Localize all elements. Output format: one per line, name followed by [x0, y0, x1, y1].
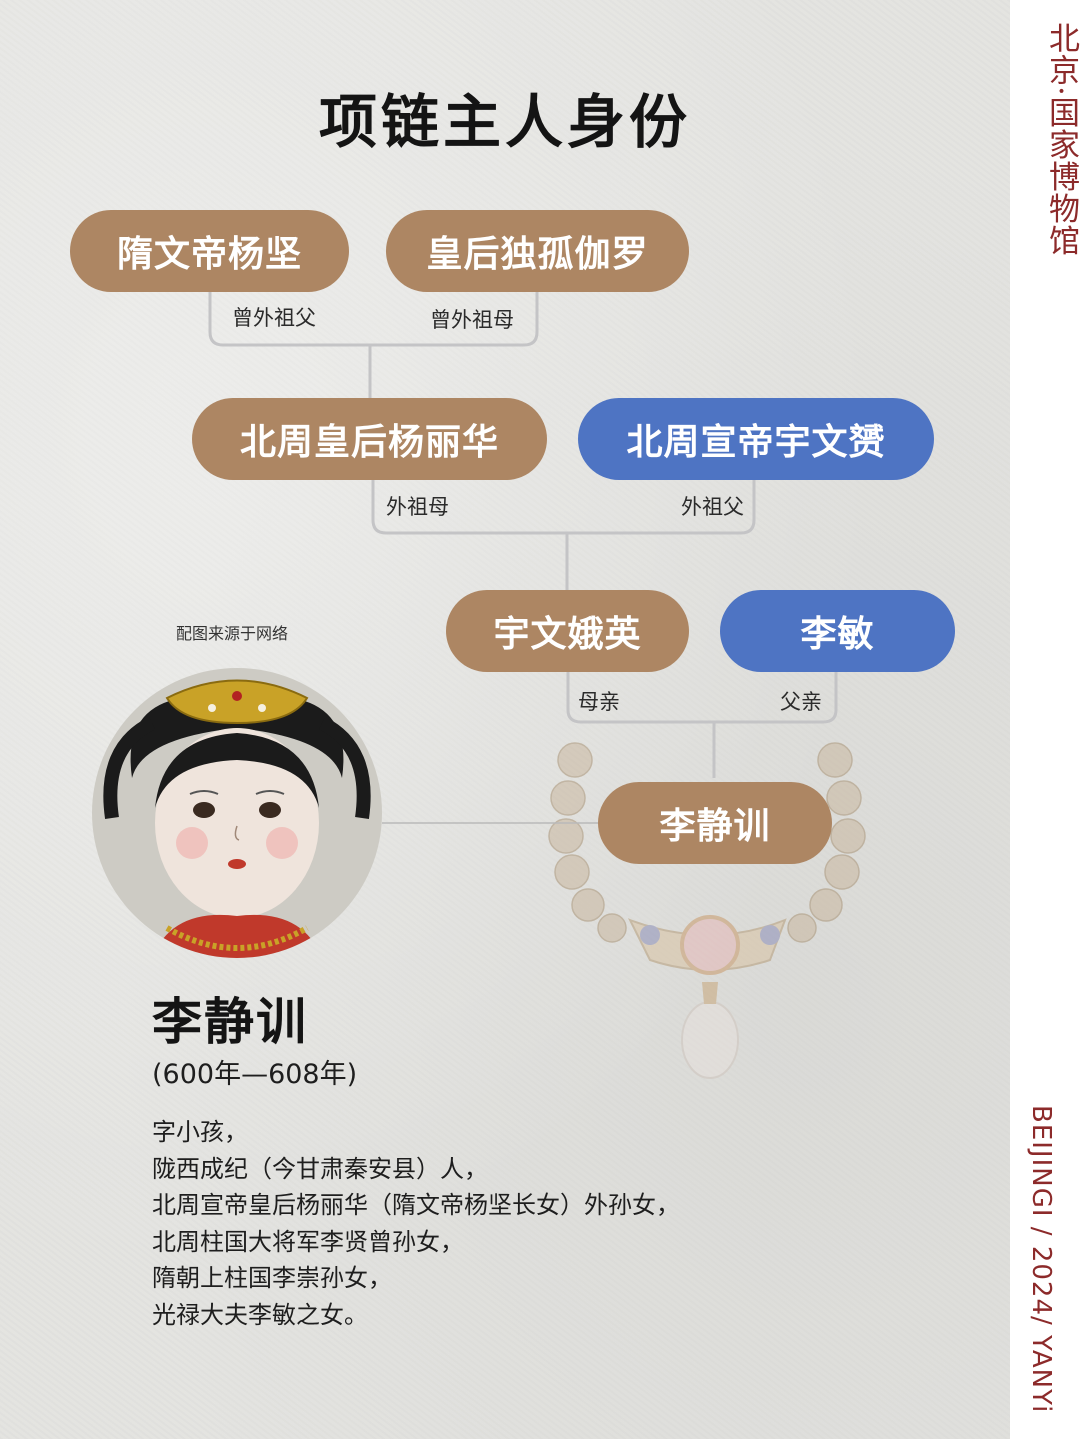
page-title: 项链主人身份: [318, 88, 691, 156]
connector-parents: [566, 670, 838, 724]
person-yang-lihua: 北周皇后杨丽华: [192, 398, 547, 480]
relation-mother: 母亲: [578, 690, 620, 714]
sidebar-vertical-title: 北京·国家博物馆: [1043, 22, 1079, 257]
portrait-illustration: [92, 668, 382, 958]
image-credit: 配图来源于网络: [176, 624, 289, 643]
person-yang-jian: 隋文帝杨坚: [70, 210, 349, 292]
relation-great-grandfather: 曾外祖父: [232, 306, 316, 330]
bio-line: 北周宣帝皇后杨丽华（隋文帝杨坚长女）外孙女，: [152, 1191, 680, 1219]
relation-grandfather: 外祖父: [681, 495, 744, 519]
person-yuwen-yun: 北周宣帝宇文赟: [578, 398, 934, 480]
person-yuwen-eying: 宇文娥英: [446, 590, 689, 672]
relation-father: 父亲: [780, 690, 822, 714]
necklace-photo: [548, 742, 866, 1079]
subject-dates: (600年—608年): [152, 1059, 358, 1090]
subject-name: 李静训: [152, 992, 308, 1051]
family-tree-connectors: [208, 292, 838, 824]
sidebar-footer-text: BEIJINGI / 2024/ YANYi: [1026, 1105, 1056, 1414]
bio-line: 字小孩，: [152, 1118, 248, 1146]
bio-line: 光禄大夫李敏之女。: [152, 1300, 368, 1329]
sidebar: [1010, 0, 1080, 1439]
bio-line: 北周柱国大将军李贤曾孙女，: [152, 1227, 464, 1256]
person-dugu-jialuo: 皇后独孤伽罗: [386, 210, 689, 292]
connector-grandparents: [371, 478, 756, 535]
relation-great-grandmother: 曾外祖母: [430, 308, 514, 332]
connector-great-grandparents: [208, 292, 539, 347]
subject-bio: 字小孩， 陇西成纪（今甘肃秦安县）人， 北周宣帝皇后杨丽华（隋文帝杨坚长女）外孙…: [152, 1114, 872, 1333]
bio-line: 陇西成纪（今甘肃秦安县）人，: [152, 1154, 488, 1183]
person-li-jingxun: 李静训: [598, 782, 832, 864]
bio-line: 隋朝上柱国李崇孙女，: [152, 1264, 392, 1292]
relation-grandmother: 外祖母: [386, 495, 449, 519]
person-li-min: 李敏: [720, 590, 955, 672]
